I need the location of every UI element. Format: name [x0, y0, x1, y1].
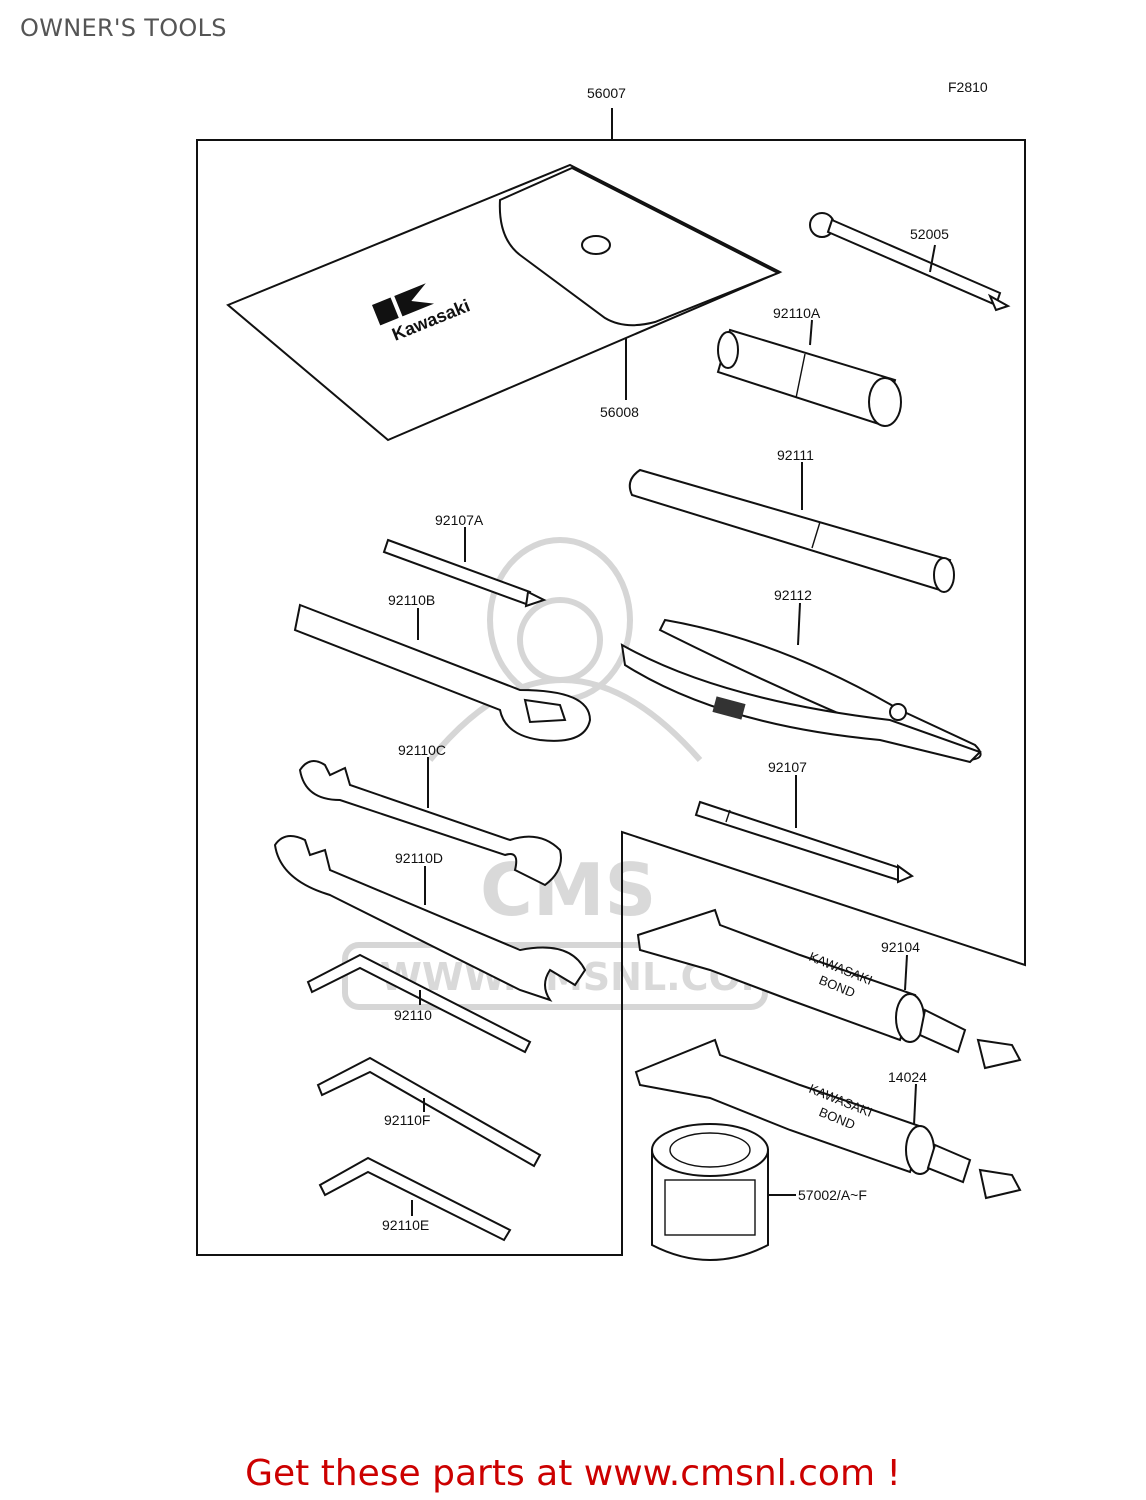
part-label-92110d: 92110D [395, 850, 443, 866]
part-label-92110a: 92110A [773, 305, 821, 321]
tool-92110a [716, 328, 902, 427]
part-label-52005: 52005 [910, 226, 949, 242]
tool-92111 [628, 468, 955, 593]
part-label-92107: 92107 [768, 759, 807, 775]
part-label-92107a: 92107A [435, 512, 484, 528]
assembly-frame [196, 108, 1026, 1256]
tool-92110b [293, 603, 592, 742]
footer-promo-link[interactable]: Get these parts at www.cmsnl.com ! [245, 1453, 901, 1494]
tool-92110f [316, 1056, 542, 1168]
tool-92107 [694, 800, 915, 884]
tool-92112 [620, 618, 982, 764]
tool-92110e [318, 1156, 512, 1242]
part-label-14024: 14024 [888, 1069, 927, 1085]
part-label-92111: 92111 [777, 447, 814, 463]
part-label-92110f: 92110F [384, 1112, 430, 1128]
part-label-56007: 56007 [587, 85, 626, 101]
watermark-brand: CMS [480, 848, 656, 932]
can-57002 [651, 1123, 769, 1261]
part-label-92110e: 92110E [382, 1217, 429, 1233]
part-label-92112: 92112 [774, 587, 812, 603]
tool-92110c [298, 760, 562, 887]
part-label-92110: 92110 [394, 1007, 432, 1023]
tool-92110 [306, 953, 532, 1054]
part-label-92110b: 92110B [388, 592, 435, 608]
tool-92107a [382, 538, 547, 608]
part-label-92110c: 92110C [398, 742, 446, 758]
tool-92110d [273, 835, 587, 1002]
leader-lines [411, 244, 936, 1216]
part-label-92104: 92104 [881, 939, 920, 955]
tool-52005 [809, 212, 1011, 312]
figure-code: F2810 [948, 79, 988, 95]
tube-92104: KAWASAKI BOND [636, 908, 1022, 1070]
tool-pouch: Kawasaki [226, 163, 783, 442]
part-label-57002: 57002/A~F [798, 1187, 867, 1203]
part-label-56008: 56008 [600, 404, 639, 420]
page-title: OWNER'S TOOLS [20, 14, 227, 42]
